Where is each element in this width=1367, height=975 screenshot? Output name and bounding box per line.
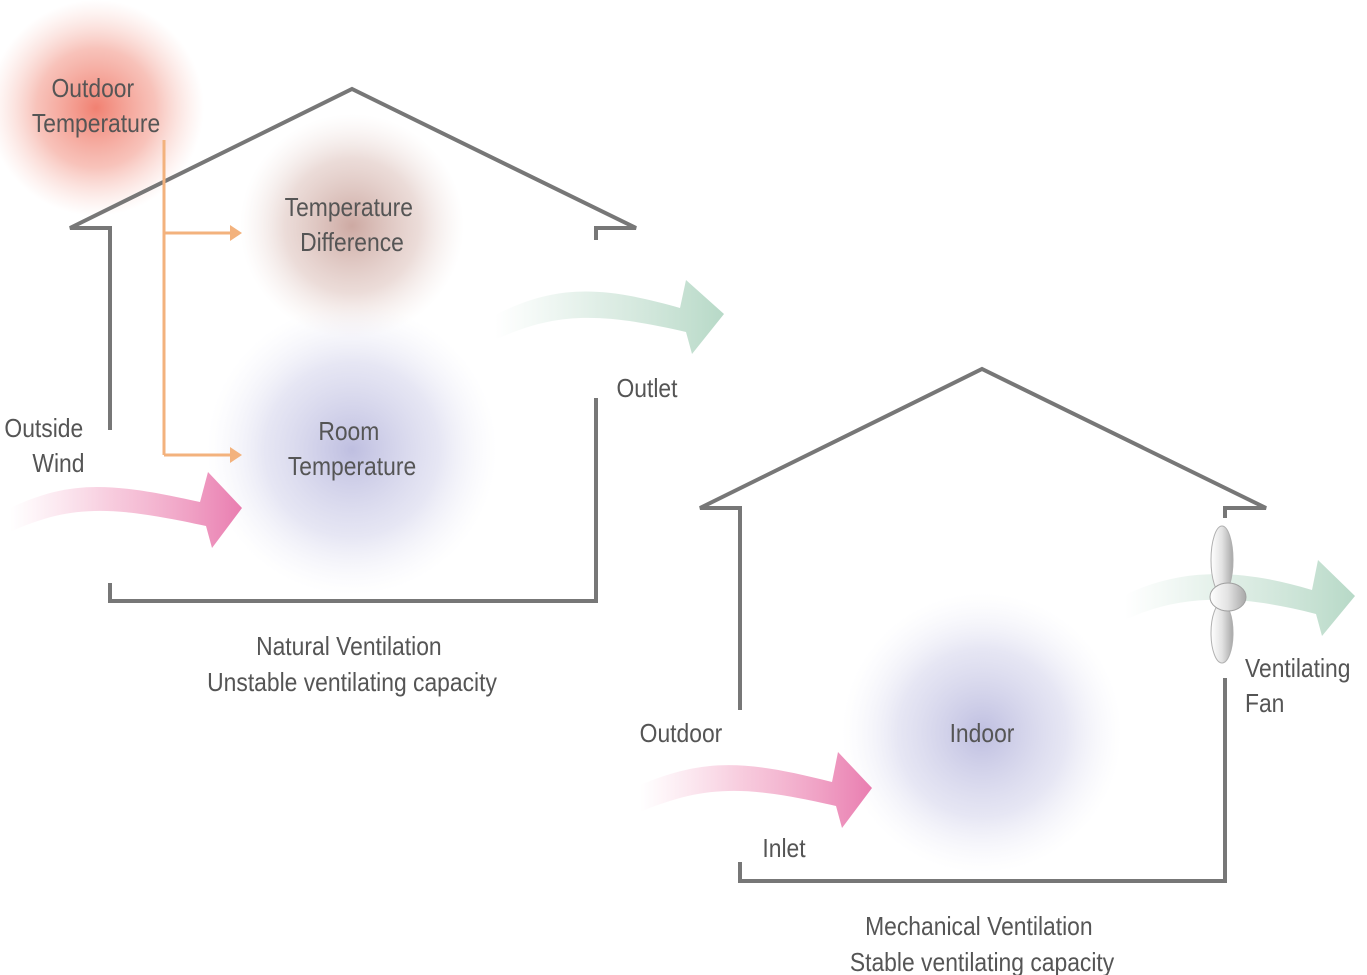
temperature-difference-label: Temperature Difference [285,194,420,258]
indoor-glow [842,593,1122,873]
mechanical-caption: Mechanical Ventilation Stable ventilatin… [850,913,1115,975]
inlet-label: Inlet [762,835,805,864]
room-temperature-line-1: Room [318,418,379,447]
natural-caption: Natural Ventilation Unstable ventilating… [207,633,497,698]
temperature-branch-lines [162,140,242,463]
outdoor-temperature-glow [0,0,204,216]
outdoor-label: Outdoor [640,720,723,749]
mechanical-ventilation-group: Outdoor Indoor Inlet Ventilating Fan Mec… [640,366,1357,975]
branch-arrowhead-lower [230,447,242,463]
room-temperature-line-2: Temperature [288,453,416,482]
outlet-arrow [495,280,724,354]
natural-house-outline [69,86,637,430]
temperature-difference-line-1: Temperature [285,194,413,223]
mechanical-caption-subtitle: Stable ventilating capacity [850,949,1115,975]
room-temperature-glow [207,305,497,595]
outdoor-temperature-line-1: Outdoor [52,75,135,104]
outside-wind-label: Outside Wind [4,415,89,479]
natural-house-base [108,398,598,603]
natural-caption-subtitle: Unstable ventilating capacity [207,669,497,698]
outside-wind-line-2: Wind [32,450,84,479]
ventilating-fan-line-1: Ventilating [1245,655,1350,684]
inlet-arrow [640,752,872,828]
natural-ventilation-group: Outdoor Temperature Temperature Differen… [0,0,724,697]
outside-wind-arrow [10,472,242,548]
mechanical-caption-title: Mechanical Ventilation [865,913,1092,942]
branch-arrowhead-upper [230,225,242,241]
temperature-difference-glow [240,114,464,338]
mechanical-house-outline [699,366,1267,710]
room-temperature-label: Room Temperature [288,418,416,482]
outlet-label: Outlet [617,375,678,404]
outside-wind-line-1: Outside [4,415,83,444]
ventilating-fan-label: Ventilating Fan [1245,655,1357,719]
outdoor-temperature-line-2: Temperature [32,110,160,139]
indoor-label: Indoor [950,720,1015,749]
ventilating-fan-line-2: Fan [1245,690,1284,719]
ventilating-fan-icon [1209,525,1247,664]
temperature-difference-line-2: Difference [300,229,404,258]
outdoor-temperature-label: Outdoor Temperature [32,75,160,139]
mechanical-house-base [738,678,1227,883]
natural-caption-title: Natural Ventilation [256,633,442,662]
